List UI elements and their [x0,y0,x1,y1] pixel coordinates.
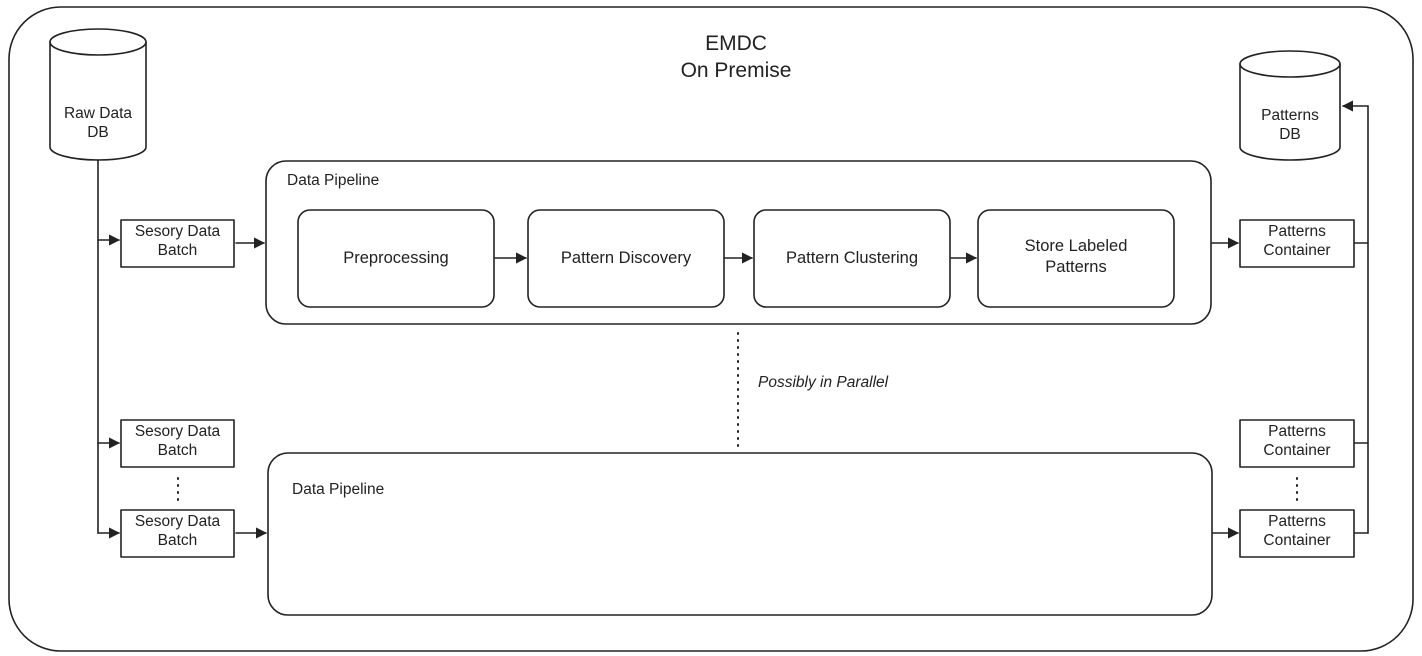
emdc-boundary [8,6,1414,652]
patterns-db-label: Patterns DB [1240,106,1340,145]
store-labeled-text-2: Patterns [1045,257,1107,276]
container-box-3 [1239,509,1355,558]
batch-box-3 [120,509,235,558]
container-box-2 [1239,419,1355,468]
batch-box-1 [120,219,235,268]
batch-box-2 [120,419,235,468]
batch-2-line-1: Sesory Data [134,423,221,440]
pattern-discovery-text: Pattern Discovery [560,249,692,267]
batch-1-line-2: Batch [157,242,198,260]
container-label-3: Patterns Container [1240,512,1354,551]
store-labeled-patterns-label: Store Labeled Patterns [978,236,1174,277]
preprocessing-box [297,209,495,308]
title-line-2: On Premise [680,59,792,83]
store-labeled-text-1: Store Labeled [1024,237,1128,255]
batch-label-3: Sesory Data Batch [121,512,234,551]
container-label-1: Patterns Container [1240,222,1354,261]
patterns-db-cylinder [1239,50,1341,161]
container-3-line-2: Container [1263,532,1331,550]
container-2-line-1: Patterns [1268,423,1326,440]
bottom-pipeline-box [267,452,1213,616]
patterns-db-line-1: Patterns [1261,107,1319,124]
pattern-clustering-label: Pattern Clustering [754,248,950,269]
batch-3-line-1: Sesory Data [134,513,221,530]
bottom-pipeline-label: Data Pipeline [292,481,385,498]
container-2-line-2: Container [1263,442,1331,460]
preprocessing-label: Preprocessing [298,248,494,269]
pattern-clustering-text: Pattern Clustering [785,249,919,267]
container-3-line-1: Patterns [1268,513,1326,530]
raw-db-line-2: DB [87,124,109,142]
pattern-clustering-box [753,209,951,308]
top-pipeline-box [265,160,1212,325]
container-box-1 [1239,219,1355,268]
pattern-discovery-label: Pattern Discovery [528,248,724,269]
diagram-title: EMDC On Premise [636,30,836,85]
patterns-db-line-2: DB [1279,126,1301,144]
container-1-line-1: Patterns [1268,223,1326,240]
top-pipeline-label: Data Pipeline [287,172,380,189]
preprocessing-text: Preprocessing [343,249,449,267]
batch-label-1: Sesory Data Batch [121,222,234,261]
batch-2-line-2: Batch [157,442,198,460]
raw-db-line-1: Raw Data [63,105,133,122]
batch-3-line-2: Batch [157,532,198,550]
container-label-2: Patterns Container [1240,422,1354,461]
container-1-line-2: Container [1263,242,1331,260]
batch-1-line-1: Sesory Data [134,223,221,240]
parallel-note: Possibly in Parallel [758,374,889,391]
pattern-discovery-box [527,209,725,308]
store-labeled-patterns-box [977,209,1175,308]
batch-label-2: Sesory Data Batch [121,422,234,461]
title-line-1: EMDC [705,32,767,55]
raw-data-db-label: Raw Data DB [48,104,148,143]
